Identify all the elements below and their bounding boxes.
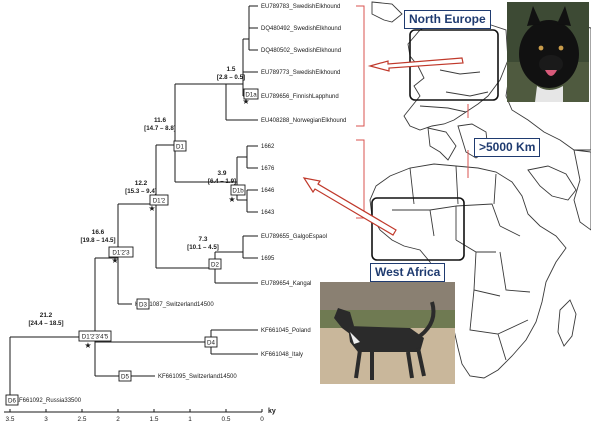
x-tick-label: 2.5 [78,416,87,423]
node-interval-D1p2: [15.3 – 9.4] [125,188,157,195]
tip-label-t18: KF661092_Russia33500 [15,398,82,404]
node-D2: D2 [208,258,222,270]
arrow-west-africa [302,177,397,236]
west-africa-label: West Africa [370,263,446,282]
node-D3: D3 [136,298,150,310]
node-label-D2: D2 [211,261,219,268]
tip-label-t4: EU789773_SwedishElkhound [261,70,340,76]
elkhound-photo [507,2,589,102]
x-tick-label: 1.5 [150,416,159,423]
tip-label-t10: 1643 [261,210,275,216]
node-interval-D2: [10.1 – 4.5] [187,244,219,251]
x-axis-label: ky [268,408,276,415]
tip-label-t15: KF661045_Poland [261,328,311,334]
x-tick-label: 3 [44,416,48,423]
tip-label-t11: EU789655_GalgoEspaol [261,234,327,240]
node-D1: D1 [173,140,187,152]
node-label-D1b: D1b [232,187,244,194]
node-age-D2: 7.3 [199,236,208,243]
node-D1a: D1a [243,88,259,100]
migration-arrows [302,57,464,236]
support-star: ★ [84,341,91,350]
node-D4: D4 [204,336,218,348]
north-europe-label: North Europe [404,10,491,29]
arrow-north-europe [367,57,464,72]
tip-label-t9: 1646 [261,188,275,194]
node-D1p2: D1'2 [149,194,169,206]
node-label-D1p2p3: D1'2'3 [112,249,130,256]
support-star: ★ [148,204,155,213]
node-label-D6: D6 [8,397,16,404]
node-interval-D1b: [6.4 – 1.9] [208,178,236,185]
node-label-D5: D5 [121,373,129,380]
x-tick-label: 0 [260,416,264,423]
tip-label-t12: 1695 [261,256,275,262]
node-interval-D1: [14.7 – 8.8] [144,125,176,132]
node-label-D1: D1 [176,143,184,150]
node-interval-D1p2p3p4p5: [24.4 – 18.5] [28,320,63,327]
tip-label-t6: EU408288_NorwegianElkhound [261,118,346,124]
node-age-D1p2p3p4p5: 21.2 [40,312,53,319]
node-age-D1b: 3.9 [218,170,227,177]
node-age-D1p2p3: 16.6 [92,229,105,236]
node-D1p2p3: D1'2'3 [108,246,134,258]
x-tick-label: 2 [116,416,120,423]
tip-label-t3: DQ480502_SwedishElkhound [261,48,341,54]
node-D6: D6 [5,394,19,406]
african-dog-photo [320,282,455,384]
node-age-D1a: 1.5 [227,66,236,73]
node-D1b: D1b [230,184,246,196]
x-tick-label: 0.5 [222,416,231,423]
node-age-D1p2: 12.2 [135,180,148,187]
x-tick-label: 3.5 [6,416,15,423]
clade-brackets [356,5,469,219]
support-star: ★ [228,195,235,204]
node-label-D1p2: D1'2 [153,197,166,204]
x-tick-label: 1 [188,416,192,423]
support-star: ★ [242,97,249,106]
tip-label-t5: EU789656_FinnishLapphund [261,94,339,100]
time-axis: 3.5 3 2.5 2 1.5 1 0.5 0 ky [4,408,276,423]
node-label-D4: D4 [207,339,215,346]
distance-label: >5000 Km [474,138,541,157]
node-age-D1: 11.6 [154,117,167,124]
node-label-D3: D3 [139,301,147,308]
node-D1p2p3p4p5: D1'2'3'4'5 [78,330,112,342]
tip-label-t1: EU789783_SwedishElkhound [261,4,340,10]
node-interval-D1a: [2.8 – 0.5] [217,74,245,81]
support-star: ★ [111,256,118,265]
tip-label-t2: DQ480492_SwedishElkhound [261,26,341,32]
node-label-D1p2p3p4p5: D1'2'3'4'5 [82,333,109,340]
node-interval-D1p2p3: [19.8 – 14.5] [80,237,115,244]
west-africa-box [371,197,465,261]
tip-label-t13: EU789654_Kangal [261,281,311,287]
tip-label-t16: KF661048_Italy [261,352,303,358]
node-label-D1a: D1a [245,91,257,98]
tip-label-t17: KF661095_Switzerland14500 [158,374,237,380]
phylogenetic-tree: EU789783_SwedishElkhoundDQ480492_Swedish… [5,4,346,406]
tip-label-t8: 1676 [261,166,275,172]
node-D5: D5 [118,370,132,382]
tip-label-t14: KF661087_Switzerland14500 [135,302,214,308]
tip-label-t7: 1662 [261,144,275,150]
